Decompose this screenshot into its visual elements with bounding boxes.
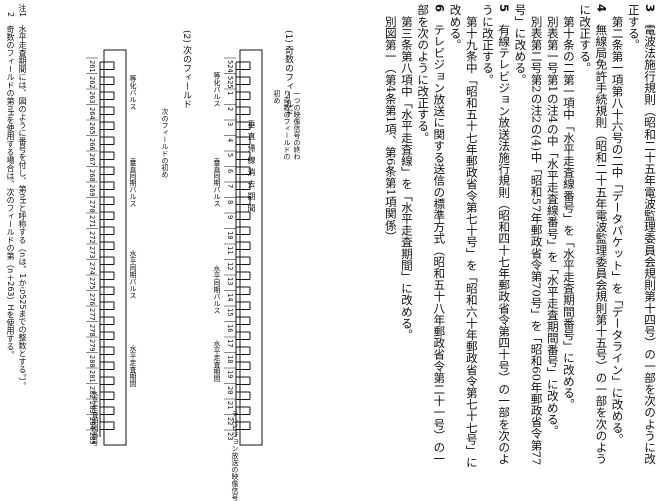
period-number: 277 <box>88 308 96 321</box>
label-horizontal-sync: 水平同期パルス <box>213 265 221 314</box>
article-item: 第二条第一項第八十六号の二中「データパケット」を「データライン」に改める。 <box>609 4 625 474</box>
label-vertical-sync-2: 垂直同期パルス <box>129 158 137 207</box>
period-number: 283 <box>88 401 96 414</box>
period-number: 271 <box>88 215 96 228</box>
period-number: 15 <box>226 308 234 317</box>
label-hp-number: 水平走査期間番号 <box>91 390 99 446</box>
period-number: 278 <box>88 323 96 337</box>
period-number: 10 <box>226 230 234 239</box>
period-number: 267 <box>88 153 96 166</box>
period-number: 23 <box>226 432 234 441</box>
period-number: 19 <box>226 370 234 379</box>
item-text: 電波法施行規則（昭和二十五年電波監理委員会規則第十四号）の一部を次のように改正す… <box>626 4 657 465</box>
period-number: 275 <box>88 277 96 290</box>
period-number: 21 <box>226 401 234 410</box>
period-number: 13 <box>226 277 234 286</box>
heading-next-field: (2) 次のフィールド <box>181 30 191 109</box>
period-number: 6 <box>226 168 234 173</box>
period-number: 9 <box>226 215 234 220</box>
label-vertical-sync: 垂直同期パルス <box>213 158 221 207</box>
period-number: 276 <box>88 292 96 306</box>
period-number: 263 <box>88 91 96 104</box>
period-number: 279 <box>88 339 96 352</box>
period-number: 280 <box>88 354 96 368</box>
article-item: 別表第一号第1の注4の中「水平走査線番号」を「水平走査期間番号」に改める。 <box>545 4 561 474</box>
period-number: 18 <box>226 354 234 363</box>
article-item: 第三条第八項中「水平走査線」を「水平走査期間」に改める。 <box>399 4 415 474</box>
item-text: 第十九条中「昭和五十七年郵政省令第七十号」を「昭和六十年郵政省令第七十七号」に改… <box>448 4 479 469</box>
label-field-change: 一つの映像信号の終わり奇数のフィールドの初め <box>273 90 301 160</box>
item-text: 別図第一（第4条第1項、第6条第1項関係） <box>383 15 398 243</box>
period-number: 284 <box>88 416 96 430</box>
item-number: 3 <box>643 4 657 24</box>
article-item: 第十条の二第一項中「水平走査線番号」を「水平走査期間番号」に改める。 <box>561 4 577 474</box>
item-text: 第二条第一項第八十六号の二中「データパケット」を「データライン」に改める。 <box>610 15 625 445</box>
label-tv-signal: テレビジョン放送の映像信号 <box>231 410 239 501</box>
period-number: 274 <box>88 261 96 275</box>
period-number: 20 <box>226 385 234 394</box>
center-box-label: 垂直帰線消去期間 <box>247 120 256 216</box>
period-number: 273 <box>88 246 96 259</box>
period-number: 4 <box>226 137 234 142</box>
heading-odd-field: (1) 奇数のフィールド <box>283 30 293 118</box>
item-number: 4 <box>594 4 609 24</box>
period-number: 272 <box>88 230 96 244</box>
period-number: 524 <box>226 60 234 73</box>
period-number: 281 <box>88 370 96 383</box>
period-number: 266 <box>88 137 96 151</box>
period-number: 14 <box>226 292 234 301</box>
item-text: 第十条の二第一項中「水平走査線番号」を「水平走査期間番号」に改める。 <box>561 15 576 411</box>
article-item: 3 電波法施行規則（昭和二十五年電波監理委員会規則第十四号）の一部を次のように改… <box>626 4 658 474</box>
label-equalizing-2: 等化パルス <box>129 75 137 110</box>
item-text: 別表第一号第1の注4の中「水平走査線番号」を「水平走査期間番号」に改める。 <box>545 15 560 437</box>
label-equalizing: 等化パルス <box>213 72 221 107</box>
period-number: 261 <box>88 60 96 73</box>
item-text: テレビジョン放送に関する送信の標準方式（昭和五十八年郵政省令第二十一号）の一部を… <box>416 4 447 465</box>
period-number: 22 <box>226 416 234 425</box>
period-number: 3 <box>226 122 234 127</box>
period-number: 1 <box>226 91 234 96</box>
waveform-diagram <box>86 49 263 446</box>
period-number: 264 <box>88 106 96 120</box>
period-number: 262 <box>88 75 96 89</box>
period-number: 269 <box>88 184 96 197</box>
item-text: 第三条第八項中「水平走査線」を「水平走査期間」に改める。 <box>399 15 414 341</box>
item-text: 別表第二号第2の注2の(4)中「昭和57年郵政省令第70号」を「昭和60年郵政省… <box>513 4 544 466</box>
item-text: 無線局免許手続規則（昭和二十五年電波監理委員会規則第十五号）の一部を次のように改… <box>578 4 609 465</box>
label-horizontal-sync-2: 水平同期パルス <box>129 250 137 299</box>
figure: 注1 水平走査期間には、図のように番号を付し、第nHと呼称する（nは、1から52… <box>0 0 301 501</box>
period-number: 282 <box>88 385 96 399</box>
label-horizontal-period-2: 水平走査期間 <box>129 345 137 387</box>
period-number: 2 <box>226 106 234 111</box>
period-number: 5 <box>226 153 234 158</box>
period-number: 270 <box>88 199 96 213</box>
period-number: 265 <box>88 122 96 135</box>
period-number: 285 <box>88 432 96 445</box>
period-number: 11 <box>226 246 234 255</box>
note-2: 2 奇数のフィールドの第nHを使用する場合は、次のフィールドの第（n＋263）H… <box>6 4 15 359</box>
article-item: 別図第一（第4条第1項、第6条第1項関係） <box>383 4 399 474</box>
note-1: 注1 水平走査期間には、図のように番号を付し、第nHと呼称する（nは、1から52… <box>18 4 27 390</box>
label-next-field-start: 次のフィールドの初め <box>161 108 169 178</box>
period-number: 17 <box>226 339 234 348</box>
article-item: 5 有線テレビジョン放送法施行規則（昭和四十七年郵政省令第四十号）の一部を次のよ… <box>480 4 512 474</box>
article-body: 3 電波法施行規則（昭和二十五年電波監理委員会規則第十四号）の一部を次のように改… <box>383 4 658 474</box>
period-number: 16 <box>226 323 234 332</box>
period-number: 7 <box>226 184 234 189</box>
period-number: 12 <box>226 261 234 270</box>
period-number: 268 <box>88 168 96 182</box>
period-number: 8 <box>226 199 234 204</box>
period-number: 525 <box>226 75 234 89</box>
item-text: 有線テレビジョン放送法施行規則（昭和四十七年郵政省令第四十号）の一部を次のように… <box>480 4 512 465</box>
label-horizontal-period: 水平走査期間 <box>213 340 221 382</box>
article-item: 第十九条中「昭和五十七年郵政省令第七十号」を「昭和六十年郵政省令第七十七号」に改… <box>447 4 479 474</box>
item-number: 6 <box>432 4 447 24</box>
article-item: 4 無線局免許手続規則（昭和二十五年電波監理委員会規則第十五号）の一部を次のよう… <box>577 4 609 474</box>
article-item: 6 テレビジョン放送に関する送信の標準方式（昭和五十八年郵政省令第二十一号）の一… <box>415 4 447 474</box>
article-item: 別表第二号第2の注2の(4)中「昭和57年郵政省令第70号」を「昭和60年郵政省… <box>512 4 544 474</box>
item-number: 5 <box>497 4 512 24</box>
figure-notes: 注1 水平走査期間には、図のように番号を付し、第nHと呼称する（nは、1から52… <box>4 4 28 474</box>
